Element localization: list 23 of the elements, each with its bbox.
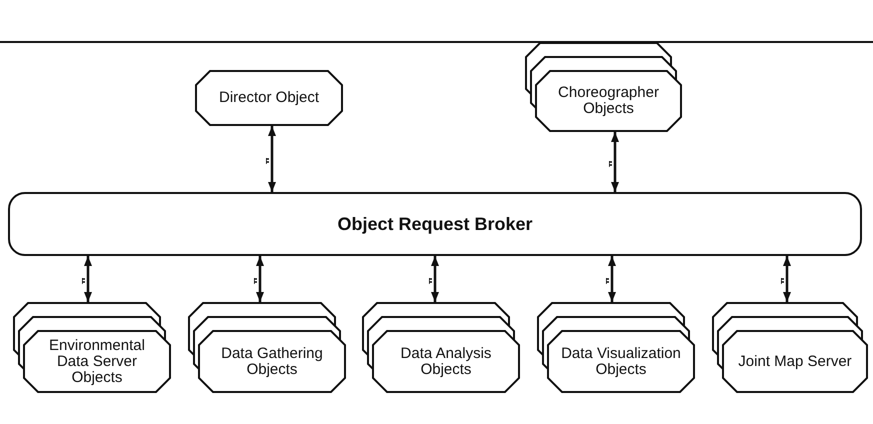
node-label: Director Object bbox=[218, 88, 320, 108]
double-arrow bbox=[254, 256, 264, 302]
broker-bar bbox=[8, 192, 862, 256]
double-arrow bbox=[266, 126, 276, 192]
double-arrow bbox=[606, 256, 616, 302]
stacked-object-boxes bbox=[525, 42, 682, 132]
double-arrow bbox=[82, 256, 92, 302]
node-label: Choreographer Objects bbox=[557, 83, 660, 119]
double-arrow bbox=[781, 256, 791, 302]
node-label: Object Request Broker bbox=[336, 213, 534, 236]
node-label: Data Gathering Objects bbox=[220, 344, 324, 380]
stacked-object-boxes bbox=[188, 302, 346, 393]
double-arrow bbox=[429, 256, 439, 302]
node-label: Data Analysis Objects bbox=[400, 344, 492, 380]
stacked-object-boxes bbox=[537, 302, 695, 393]
node-label: Joint Map Server bbox=[737, 352, 853, 372]
double-arrow bbox=[609, 132, 619, 192]
node-label: Data Visualization Objects bbox=[560, 344, 682, 380]
node-label: Environmental Data Server Objects bbox=[48, 336, 146, 388]
stacked-object-boxes bbox=[712, 302, 868, 393]
stacked-object-boxes bbox=[13, 302, 171, 393]
object-box bbox=[195, 70, 343, 126]
stacked-object-boxes bbox=[362, 302, 520, 393]
